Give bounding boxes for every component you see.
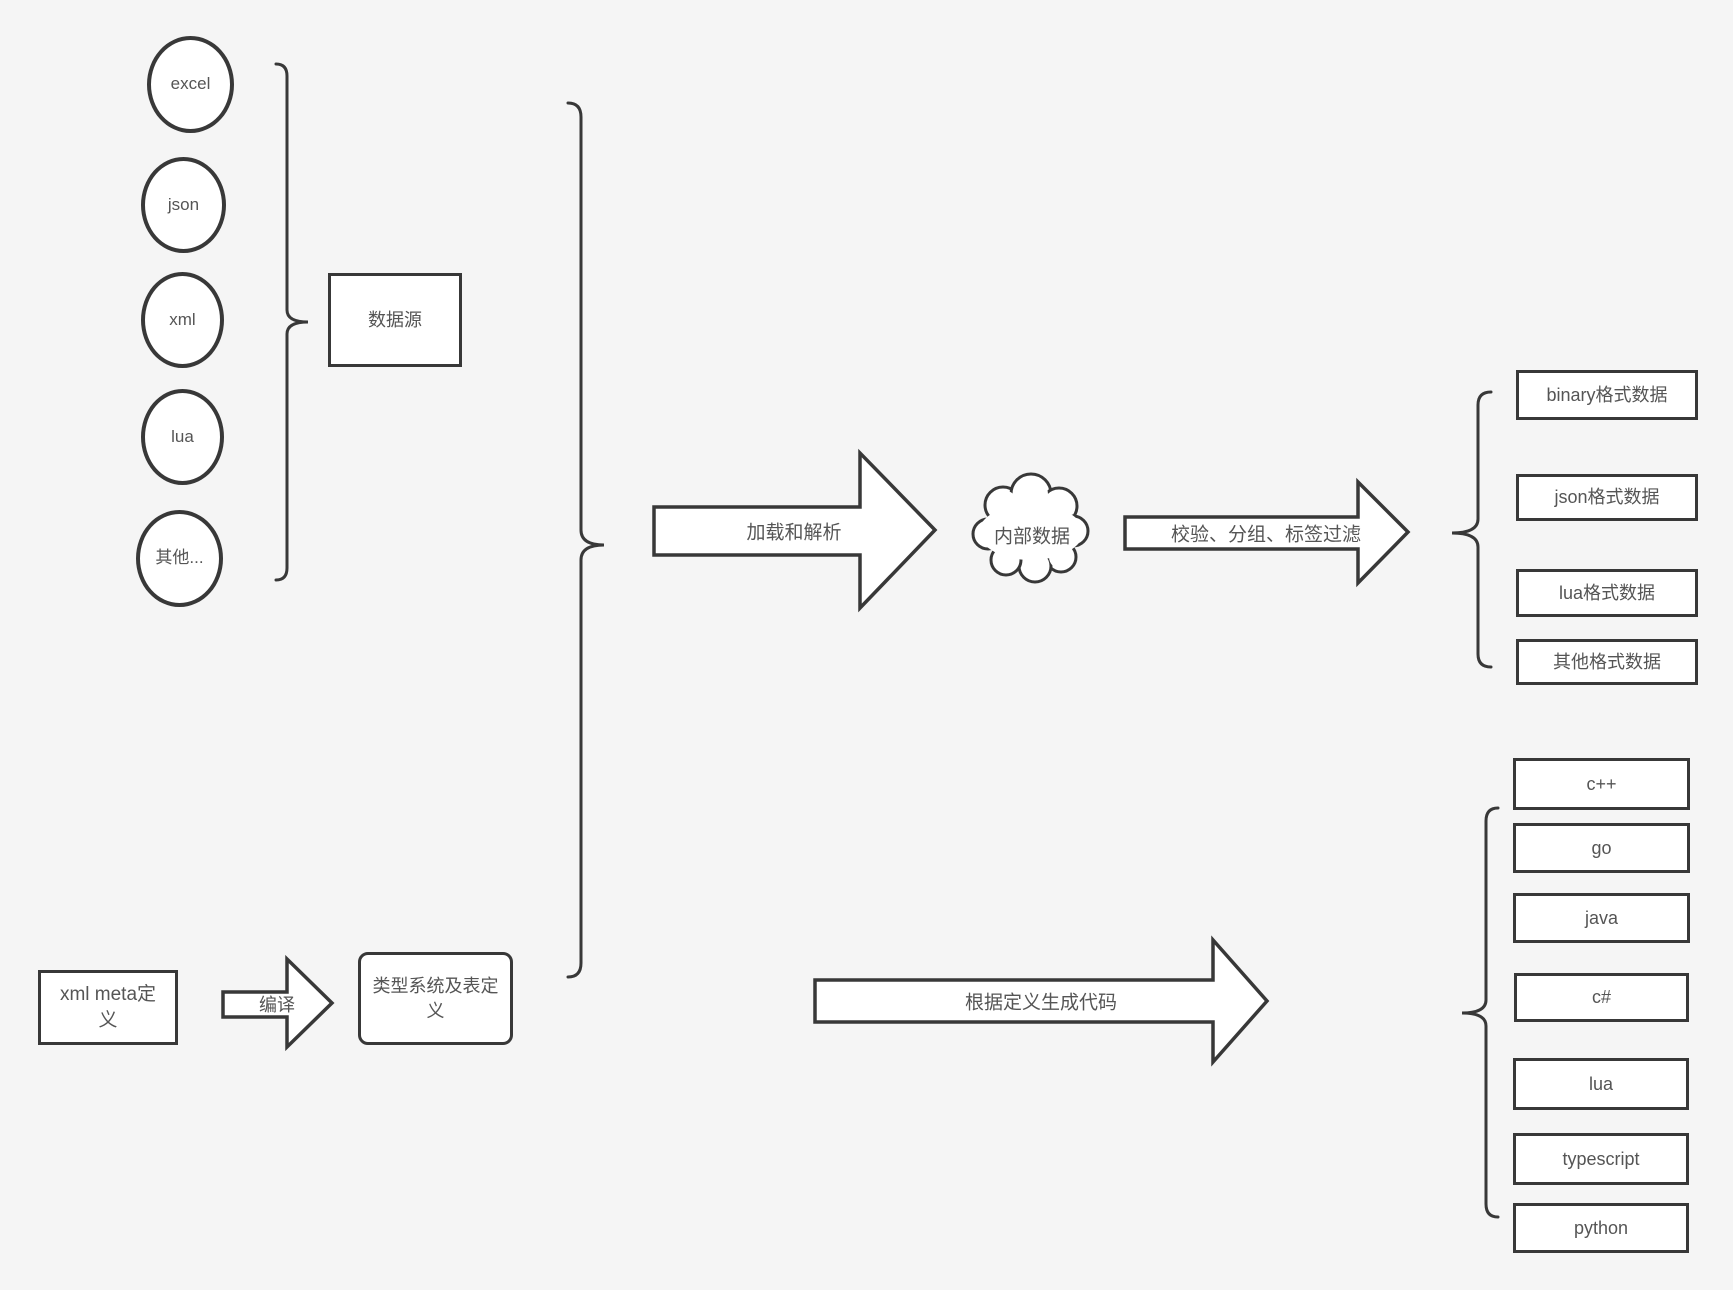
source-node-label: xml [169, 309, 196, 329]
format-box-label: json格式数据 [1554, 487, 1660, 508]
language-box-java: java [1513, 893, 1690, 943]
source-node-excel: excel [147, 36, 234, 133]
language-box-typescript: typescript [1513, 1133, 1689, 1185]
generate-code-arrow-label: 根据定义生成代码 [964, 992, 1118, 1014]
format-box-label: lua格式数据 [1558, 582, 1656, 603]
language-box-python: python [1513, 1203, 1689, 1253]
source-node-other: 其他... [136, 510, 223, 607]
format-box-label: 其他格式数据 [1553, 651, 1661, 672]
language-box-lua: lua [1513, 1058, 1689, 1110]
language-box-label: typescript [1562, 1148, 1640, 1169]
internal-data-cloud [971, 472, 1090, 584]
internal-data-label: 内部数据 [993, 526, 1071, 548]
output-formats-brace [1451, 390, 1493, 669]
format-box-binary: binary格式数据 [1516, 370, 1698, 420]
format-box-json: json格式数据 [1516, 474, 1698, 521]
source-node-label: excel [170, 74, 211, 94]
source-node-json: json [141, 157, 226, 253]
language-box-csharp: c# [1514, 973, 1689, 1022]
format-box-lua: lua格式数据 [1516, 569, 1698, 617]
source-node-label: 其他... [155, 548, 204, 568]
language-box-label: java [1584, 907, 1619, 928]
inputs-brace [566, 101, 605, 979]
data-sources-brace [274, 62, 309, 582]
language-box-go: go [1513, 823, 1690, 873]
process-arrow-label: 校验、分组、标签过滤 [1170, 524, 1362, 546]
format-box-label: binary格式数据 [1546, 384, 1668, 405]
language-box-label: go [1591, 837, 1612, 858]
format-box-other: 其他格式数据 [1516, 639, 1698, 685]
source-node-label: lua [171, 426, 194, 446]
source-node-label: json [167, 194, 200, 214]
languages-brace [1461, 806, 1500, 1219]
data-sources-group-box: 数据源 [328, 273, 462, 367]
language-box-label: lua [1588, 1073, 1614, 1094]
compile-arrow [221, 954, 335, 1052]
xml-meta-definition-label: xml meta定义 [59, 983, 157, 1031]
xml-meta-definition-box: xml meta定义 [38, 970, 178, 1045]
source-node-xml: xml [141, 272, 224, 368]
language-box-label: c++ [1586, 773, 1617, 794]
load-parse-arrow-label: 加载和解析 [746, 522, 842, 544]
type-system-label: 类型系统及表定义 [372, 976, 499, 1021]
language-box-label: python [1573, 1217, 1629, 1238]
language-box-cpp: c++ [1513, 758, 1690, 810]
language-box-label: c# [1591, 987, 1611, 1008]
data-sources-group-label: 数据源 [368, 309, 422, 330]
type-system-box: 类型系统及表定义 [358, 952, 513, 1045]
source-node-lua: lua [141, 389, 224, 485]
process-arrow [1123, 477, 1411, 588]
generate-code-arrow [813, 935, 1270, 1067]
load-parse-arrow [652, 448, 938, 613]
compile-arrow-label: 编译 [259, 995, 295, 1015]
